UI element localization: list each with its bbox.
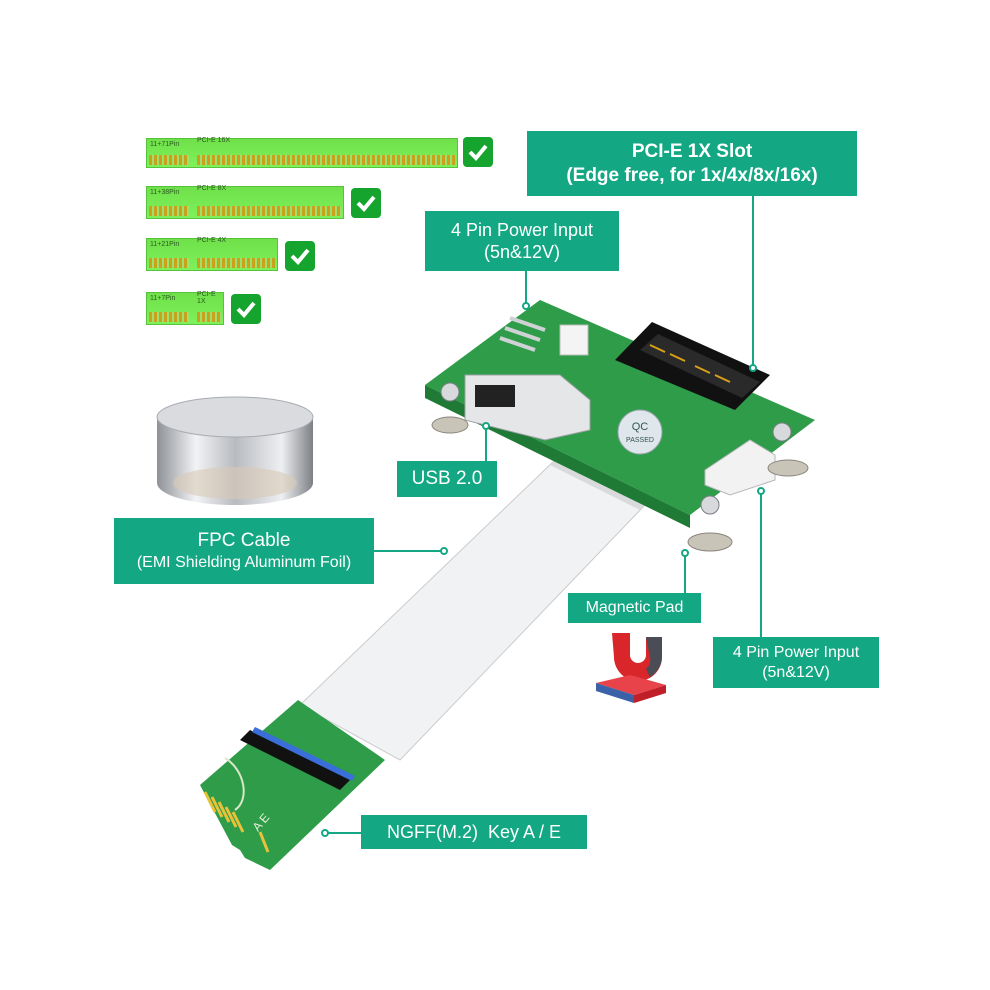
slot-pins-label: 11+71Pin <box>150 141 180 148</box>
label-magnetic-pad-title: Magnetic Pad <box>585 599 684 616</box>
label-ngff: NGFF(M.2) Key A / E <box>361 815 587 849</box>
slot-16x: 11+71Pin PCI-E 16X <box>146 137 458 168</box>
label-power-input-top-title: 4 Pin Power Input <box>450 219 594 240</box>
label-pcie-slot-subtitle: (Edge free, for 1x/4x/8x/16x) <box>566 164 818 186</box>
label-power-input-right-subtitle: (5n&12V) <box>762 663 830 681</box>
magnet-icon <box>590 625 680 705</box>
label-ngff-title: NGFF(M.2) Key A / E <box>386 821 562 842</box>
check-icon <box>463 137 493 167</box>
label-power-input-right-title: 4 Pin Power Input <box>732 643 860 661</box>
label-power-input-right: 4 Pin Power Input (5n&12V) <box>713 637 879 688</box>
slot-name-label: PCI-E 16X <box>197 137 231 144</box>
label-magnetic-pad: Magnetic Pad <box>568 593 701 623</box>
label-pcie-slot: PCI-E 1X Slot (Edge free, for 1x/4x/8x/1… <box>527 131 857 196</box>
check-icon <box>231 294 261 324</box>
check-icon <box>285 241 315 271</box>
label-power-input-top: 4 Pin Power Input (5n&12V) <box>425 211 619 271</box>
label-usb-title: USB 2.0 <box>411 468 483 490</box>
slot-pins-label: 11+7Pin <box>150 295 176 302</box>
slot-pins-label: 11+21Pin <box>150 241 180 248</box>
slot-name-label: PCI-E 8X <box>197 185 227 192</box>
slot-8x: 11+38Pin PCI-E 8X <box>146 185 344 219</box>
label-fpc-cable-subtitle: (EMI Shielding Aluminum Foil) <box>136 553 352 571</box>
qc-passed-mark: PASSED <box>626 437 654 444</box>
label-fpc-cable: FPC Cable (EMI Shielding Aluminum Foil) <box>114 518 374 584</box>
slot-pins-label: 11+38Pin <box>150 189 180 196</box>
slot-4x: 11+21Pin PCI-E 4X <box>146 237 278 271</box>
label-usb: USB 2.0 <box>397 461 497 497</box>
check-icon <box>351 188 381 218</box>
slot-1x: 11+7Pin PCI-E 1X <box>146 291 224 325</box>
aluminum-tape-icon <box>155 395 315 510</box>
slot-name-label: PCI-E 4X <box>197 237 227 244</box>
slot-name-label: PCI-E 1X <box>197 291 216 305</box>
qc-mark: QC <box>632 421 649 433</box>
label-power-input-top-subtitle: (5n&12V) <box>483 242 561 262</box>
label-fpc-cable-title: FPC Cable <box>197 530 291 552</box>
label-pcie-slot-title: PCI-E 1X Slot <box>631 140 753 162</box>
